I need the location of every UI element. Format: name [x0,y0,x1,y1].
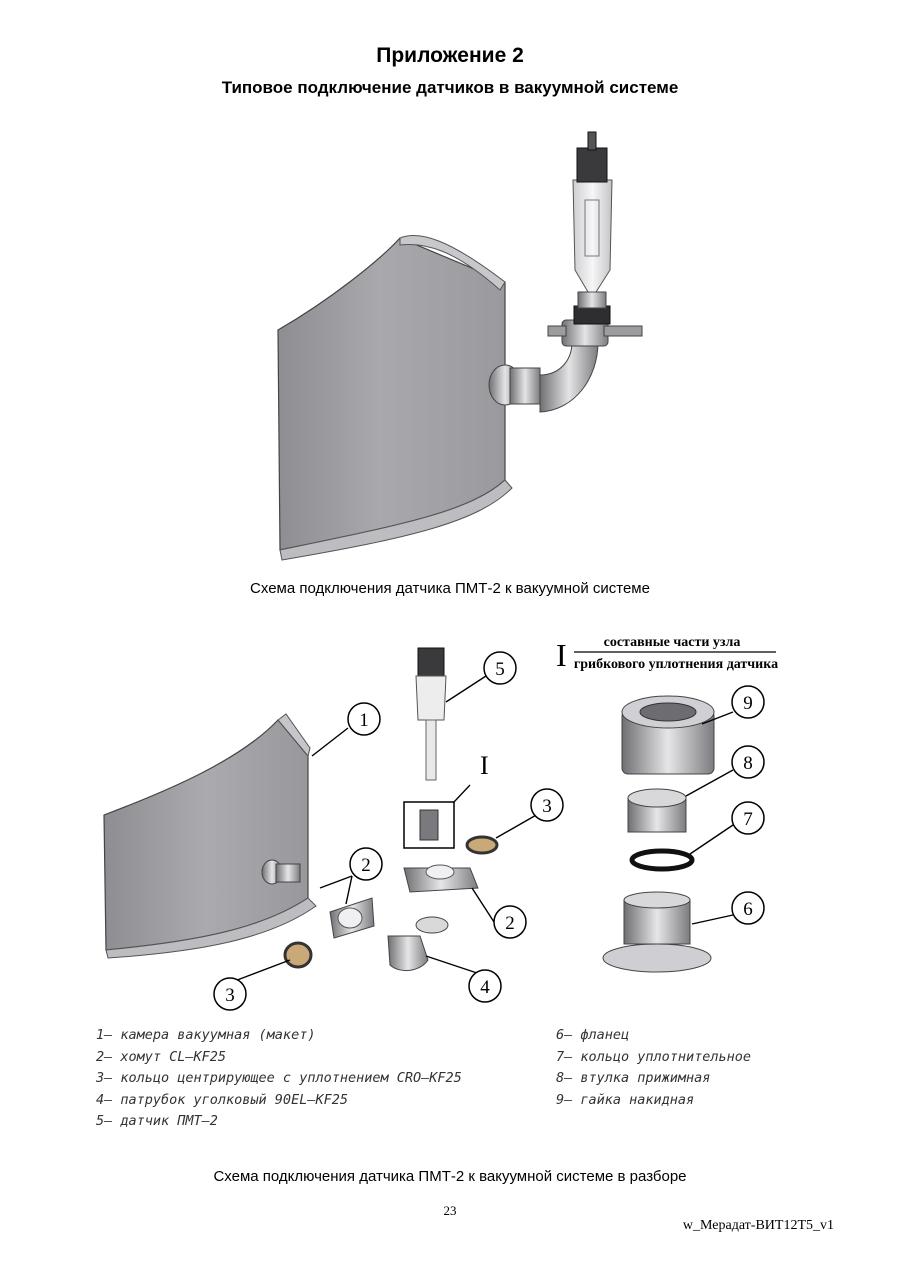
callout-2-upper: 2 [493,905,527,939]
document-id: w_Мерадат-ВИТ12Т5_v1 [682,1218,834,1233]
legend-left: 1– камера вакуумная (макет) 2– хомут CL–… [96,1025,462,1133]
callout-8: 8 [731,745,765,779]
legend-right: 6– фланец 7– кольцо уплотнительное 8– вт… [556,1025,751,1111]
part-chamber [103,713,317,959]
vacuum-chamber-shell [277,235,513,561]
callout-3-upper: 3 [530,788,564,822]
svg-text:8: 8 [743,753,753,774]
legend-item: 9– гайка накидная [556,1091,695,1108]
part-centering-ring-lower [283,941,313,969]
figure1-caption: Схема подключения датчика ПМТ-2 к вакуум… [250,580,650,597]
elbow-pipe [488,319,643,413]
detail-leader [453,784,471,803]
callout-3-lower: 3 [213,977,247,1011]
part-sleeve [627,788,687,833]
detail-marker-large: I [556,637,567,673]
detail-label-bottom: грибкового уплотнения датчика [574,657,778,672]
legend-item: 7– кольцо уплотнительное [556,1048,752,1065]
part-nut [621,695,715,775]
part-o-ring [629,848,695,872]
callout-4: 4 [468,969,502,1003]
figure2-caption: Схема подключения датчика ПМТ-2 к вакуум… [213,1168,687,1185]
svg-text:5: 5 [495,659,505,680]
exploded-drawing: I составные части узла грибкового уплотн… [103,635,778,1011]
legend-item: 5– датчик ПМТ–2 [96,1113,218,1129]
callout-6: 6 [731,891,765,925]
part-flange [602,891,712,973]
svg-text:7: 7 [743,809,753,830]
detail-seal-icon [419,809,439,841]
page-title: Приложение 2 [376,44,524,67]
callout-9: 9 [731,685,765,719]
svg-text:4: 4 [480,977,490,998]
callout-5: 5 [483,651,517,685]
svg-text:2: 2 [505,913,515,934]
page-number: 23 [443,1203,457,1218]
pmt2-sensor [572,131,613,325]
part-centering-ring-upper [465,835,499,855]
page-subtitle: Типовое подключение датчиков в вакуумной… [221,78,679,97]
callout-2-lower: 2 [349,847,383,881]
part-clamp-lower [329,897,375,939]
callouts: 1 2 2 3 3 4 5 6 7 8 9 [213,651,765,1011]
assembly-drawing [277,131,643,561]
legend-item: 8– втулка прижимная [556,1070,711,1086]
legend-item: 1– камера вакуумная (макет) [96,1027,316,1043]
svg-text:2: 2 [361,855,371,876]
svg-text:9: 9 [743,693,753,714]
part-clamp-upper [403,864,479,893]
callout-1: 1 [347,702,381,736]
part-sensor [415,647,447,781]
svg-text:3: 3 [542,796,552,817]
legend-item: 6– фланец [556,1027,630,1043]
legend-item: 2– хомут CL–KF25 [96,1048,227,1065]
svg-text:1: 1 [359,710,369,731]
svg-text:3: 3 [225,985,235,1006]
part-elbow [387,916,449,972]
callout-7: 7 [731,801,765,835]
detail-marker-small: I [480,751,489,780]
callout-leaders [231,675,734,983]
legend-item: 4– патрубок уголковый 90EL–KF25 [96,1091,348,1108]
legend-item: 3– кольцо центрирующее с уплотнением CRO… [96,1070,462,1086]
svg-text:6: 6 [743,899,753,920]
detail-label-top: составные части узла [604,635,741,650]
